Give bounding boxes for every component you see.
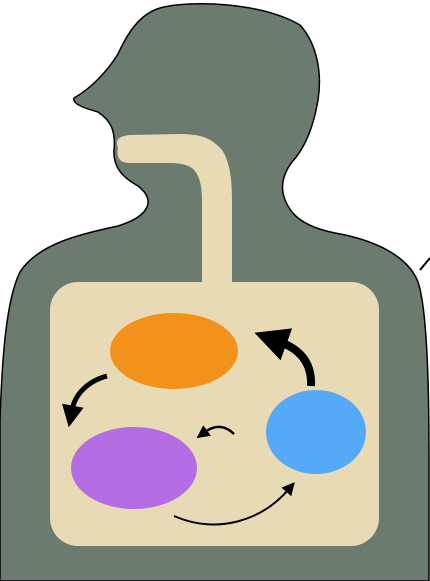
edge-arrow-stub: [420, 258, 430, 270]
node-left: [71, 427, 197, 509]
node-top: [110, 313, 238, 389]
node-right: [266, 390, 366, 474]
